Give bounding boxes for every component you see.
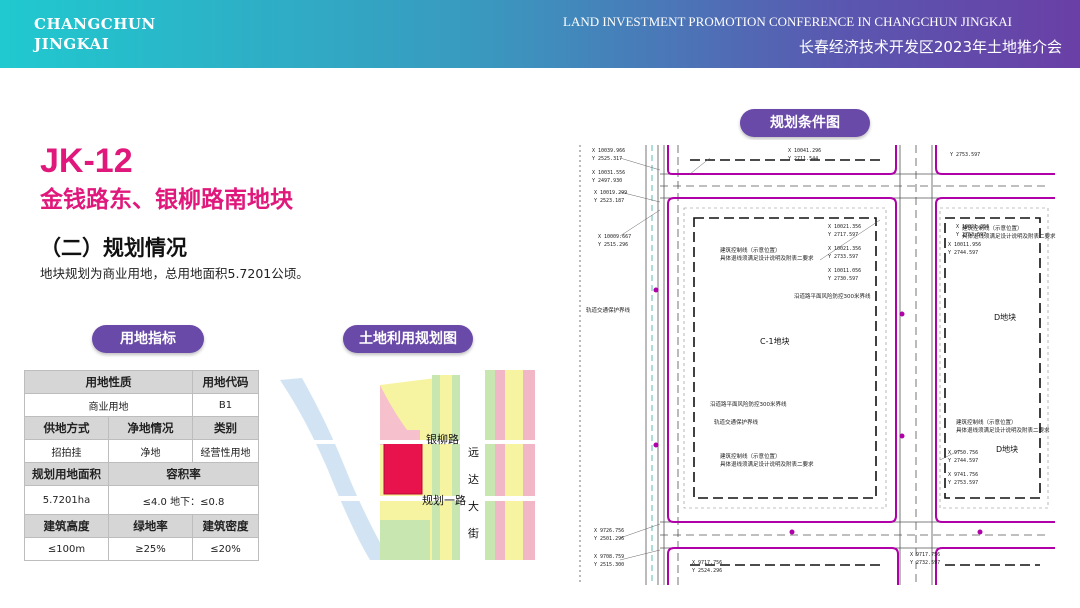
brand-line-1: CHANGCHUN [34,15,156,33]
coord-label: X 9708.759 [594,554,624,560]
table-cell: 净地 [108,439,193,463]
setback-note: 建筑控制线（示意位置） [962,224,1023,232]
table-cell: 供地方式 [24,416,109,440]
street-label-char: 大 [468,499,479,513]
table-cell: 商业用地 [24,393,193,417]
coord-label: X 9726.756 [594,528,624,534]
table-cell: 招拍挂 [24,439,109,463]
coord-label: X 9717.756 [692,560,722,566]
wind-line-label: 沿道路平面风险防控300米界线 [794,292,871,300]
coord-label: Y 2525.317 [592,156,622,162]
coord-label: X 10021.356 [956,224,989,230]
setback-note: 具体退线须满足设计说明及附表二要求 [956,426,1050,434]
coord-label: X 10011.056 [828,268,861,274]
coord-label: Y 2497.930 [592,178,622,184]
coord-label: Y 2717.597 [828,232,858,238]
street-label-char: 远 [468,446,479,459]
coord-label: Y 2753.597 [948,480,978,486]
coord-label: Y 2744.597 [948,458,978,464]
planning-conditions-map: X 10039.966 Y 2525.317 X 10031.556 Y 249… [560,140,1060,588]
street-label-char: 街 [468,526,479,540]
brand-line-2: JINGKAI [34,35,110,53]
coord-label: Y 2732.597 [910,560,940,566]
conference-title-en: LAND INVESTMENT PROMOTION CONFERENCE IN … [563,14,1012,29]
table-cell: B1 [192,393,259,417]
table-row: 建筑高度 绿地率 建筑密度 [24,514,259,538]
table-cell: 经营性用地 [192,439,259,463]
table-row: 用地性质 用地代码 [24,370,259,394]
coord-label: Y 2515.300 [594,562,624,568]
table-cell: ≤4.0 地下：≤0.8 [108,485,259,515]
table-row: ≤100m ≥25% ≤20% [24,537,259,561]
table-cell: 建筑高度 [24,514,109,538]
setback-note: 具体退线须满足设计说明及附表二要求 [962,232,1056,240]
table-cell: 类别 [192,416,259,440]
coord-label: Y 2733.597 [828,254,858,260]
table-cell: 用地代码 [192,370,259,394]
coord-label: X 10041.296 [788,148,821,154]
land-use-map: 银柳路 规划一路 远 达 大 街 [280,370,535,560]
plot-description: 地块规划为商业用地，总用地面积5.7201公顷。 [40,266,309,281]
rail-boundary-label: 轨道交通保护界线 [586,306,631,314]
table-cell: 用地性质 [24,370,193,394]
setback-note: 建筑控制线（示意位置） [956,418,1017,426]
land-indicator-table: 用地性质 用地代码 商业用地 B1 供地方式 净地情况 类别 招拍挂 净地 经营… [24,370,259,561]
setback-note: 建筑控制线（示意位置） [720,452,781,460]
coord-label: Y 2515.296 [598,242,628,248]
coord-label: X 10031.556 [592,170,625,176]
indicators-pill: 用地指标 [92,325,204,353]
landuse-pill: 土地利用规划图 [343,325,473,353]
table-cell: 规划用地面积 [24,462,109,486]
table-cell: 绿地率 [108,514,193,538]
table-row: 规划用地面积 容积率 [24,462,259,486]
conditions-pill: 规划条件图 [740,109,870,137]
coord-label: Y 2730.597 [828,276,858,282]
coord-label: X 10009.667 [598,234,631,240]
wind-line-label: 沿道路平面风险防控300米界线 [710,400,787,408]
table-row: 供地方式 净地情况 类别 [24,416,259,440]
table-cell: 建筑密度 [192,514,259,538]
table-cell: ≤20% [192,537,259,561]
table-row: 5.7201ha ≤4.0 地下：≤0.8 [24,485,259,515]
block-d-bottom-label: D地块 [996,444,1018,454]
coord-label: Y 2753.597 [950,152,980,158]
table-cell: ≤100m [24,537,109,561]
coord-label: Y 2524.296 [692,568,722,574]
plot-code: JK-12 [40,142,133,180]
brand-logo: CHANGCHUN JINGKAI [34,14,156,54]
setback-note: 具体退线须满足设计说明及附表二要求 [720,460,814,468]
coord-label: Y 2501.296 [594,536,624,542]
setback-note: 建筑控制线（示意位置） [720,246,781,254]
table-cell: 容积率 [108,462,259,486]
rail-boundary-label: 轨道交通保护界线 [714,418,759,426]
coord-label: Y 2753.597 [956,232,986,238]
street-label-char: 达 [468,473,479,486]
conference-title-cn: 长春经济技术开发区2023年土地推介会 [798,38,1062,56]
table-cell: ≥25% [108,537,193,561]
road-label-yinliu: 银柳路 [426,432,459,446]
coord-label: X 10039.966 [592,148,625,154]
block-c-label: C-1地块 [760,336,790,346]
coord-label: X 9717.756 [910,552,940,558]
setback-note: 具体退线须满足设计说明及附表二要求 [720,254,814,262]
block-d-top-label: D地块 [994,312,1016,322]
road-label-planning1: 规划一路 [422,493,466,507]
coord-label: X 9741.756 [948,472,978,478]
coord-label: X 10011.956 [948,242,981,248]
coord-label: Y 2744.597 [948,250,978,256]
coord-label: X 10021.356 [828,224,861,230]
table-row: 招拍挂 净地 经营性用地 [24,439,259,463]
coord-label: X 10019.299 [594,190,627,196]
table-cell: 净地情况 [108,416,193,440]
coord-label: X 9750.756 [948,450,978,456]
section-heading: （二）规划情况 [40,236,187,260]
coord-label: Y 2523.187 [594,198,624,204]
table-row: 商业用地 B1 [24,393,259,417]
coord-label: X 10021.356 [828,246,861,252]
coord-label: Y 2711.544 [788,156,818,162]
table-cell: 5.7201ha [24,485,109,515]
header-banner: CHANGCHUN JINGKAI LAND INVESTMENT PROMOT… [0,0,1080,68]
plot-name: 金钱路东、银柳路南地块 [40,187,293,213]
